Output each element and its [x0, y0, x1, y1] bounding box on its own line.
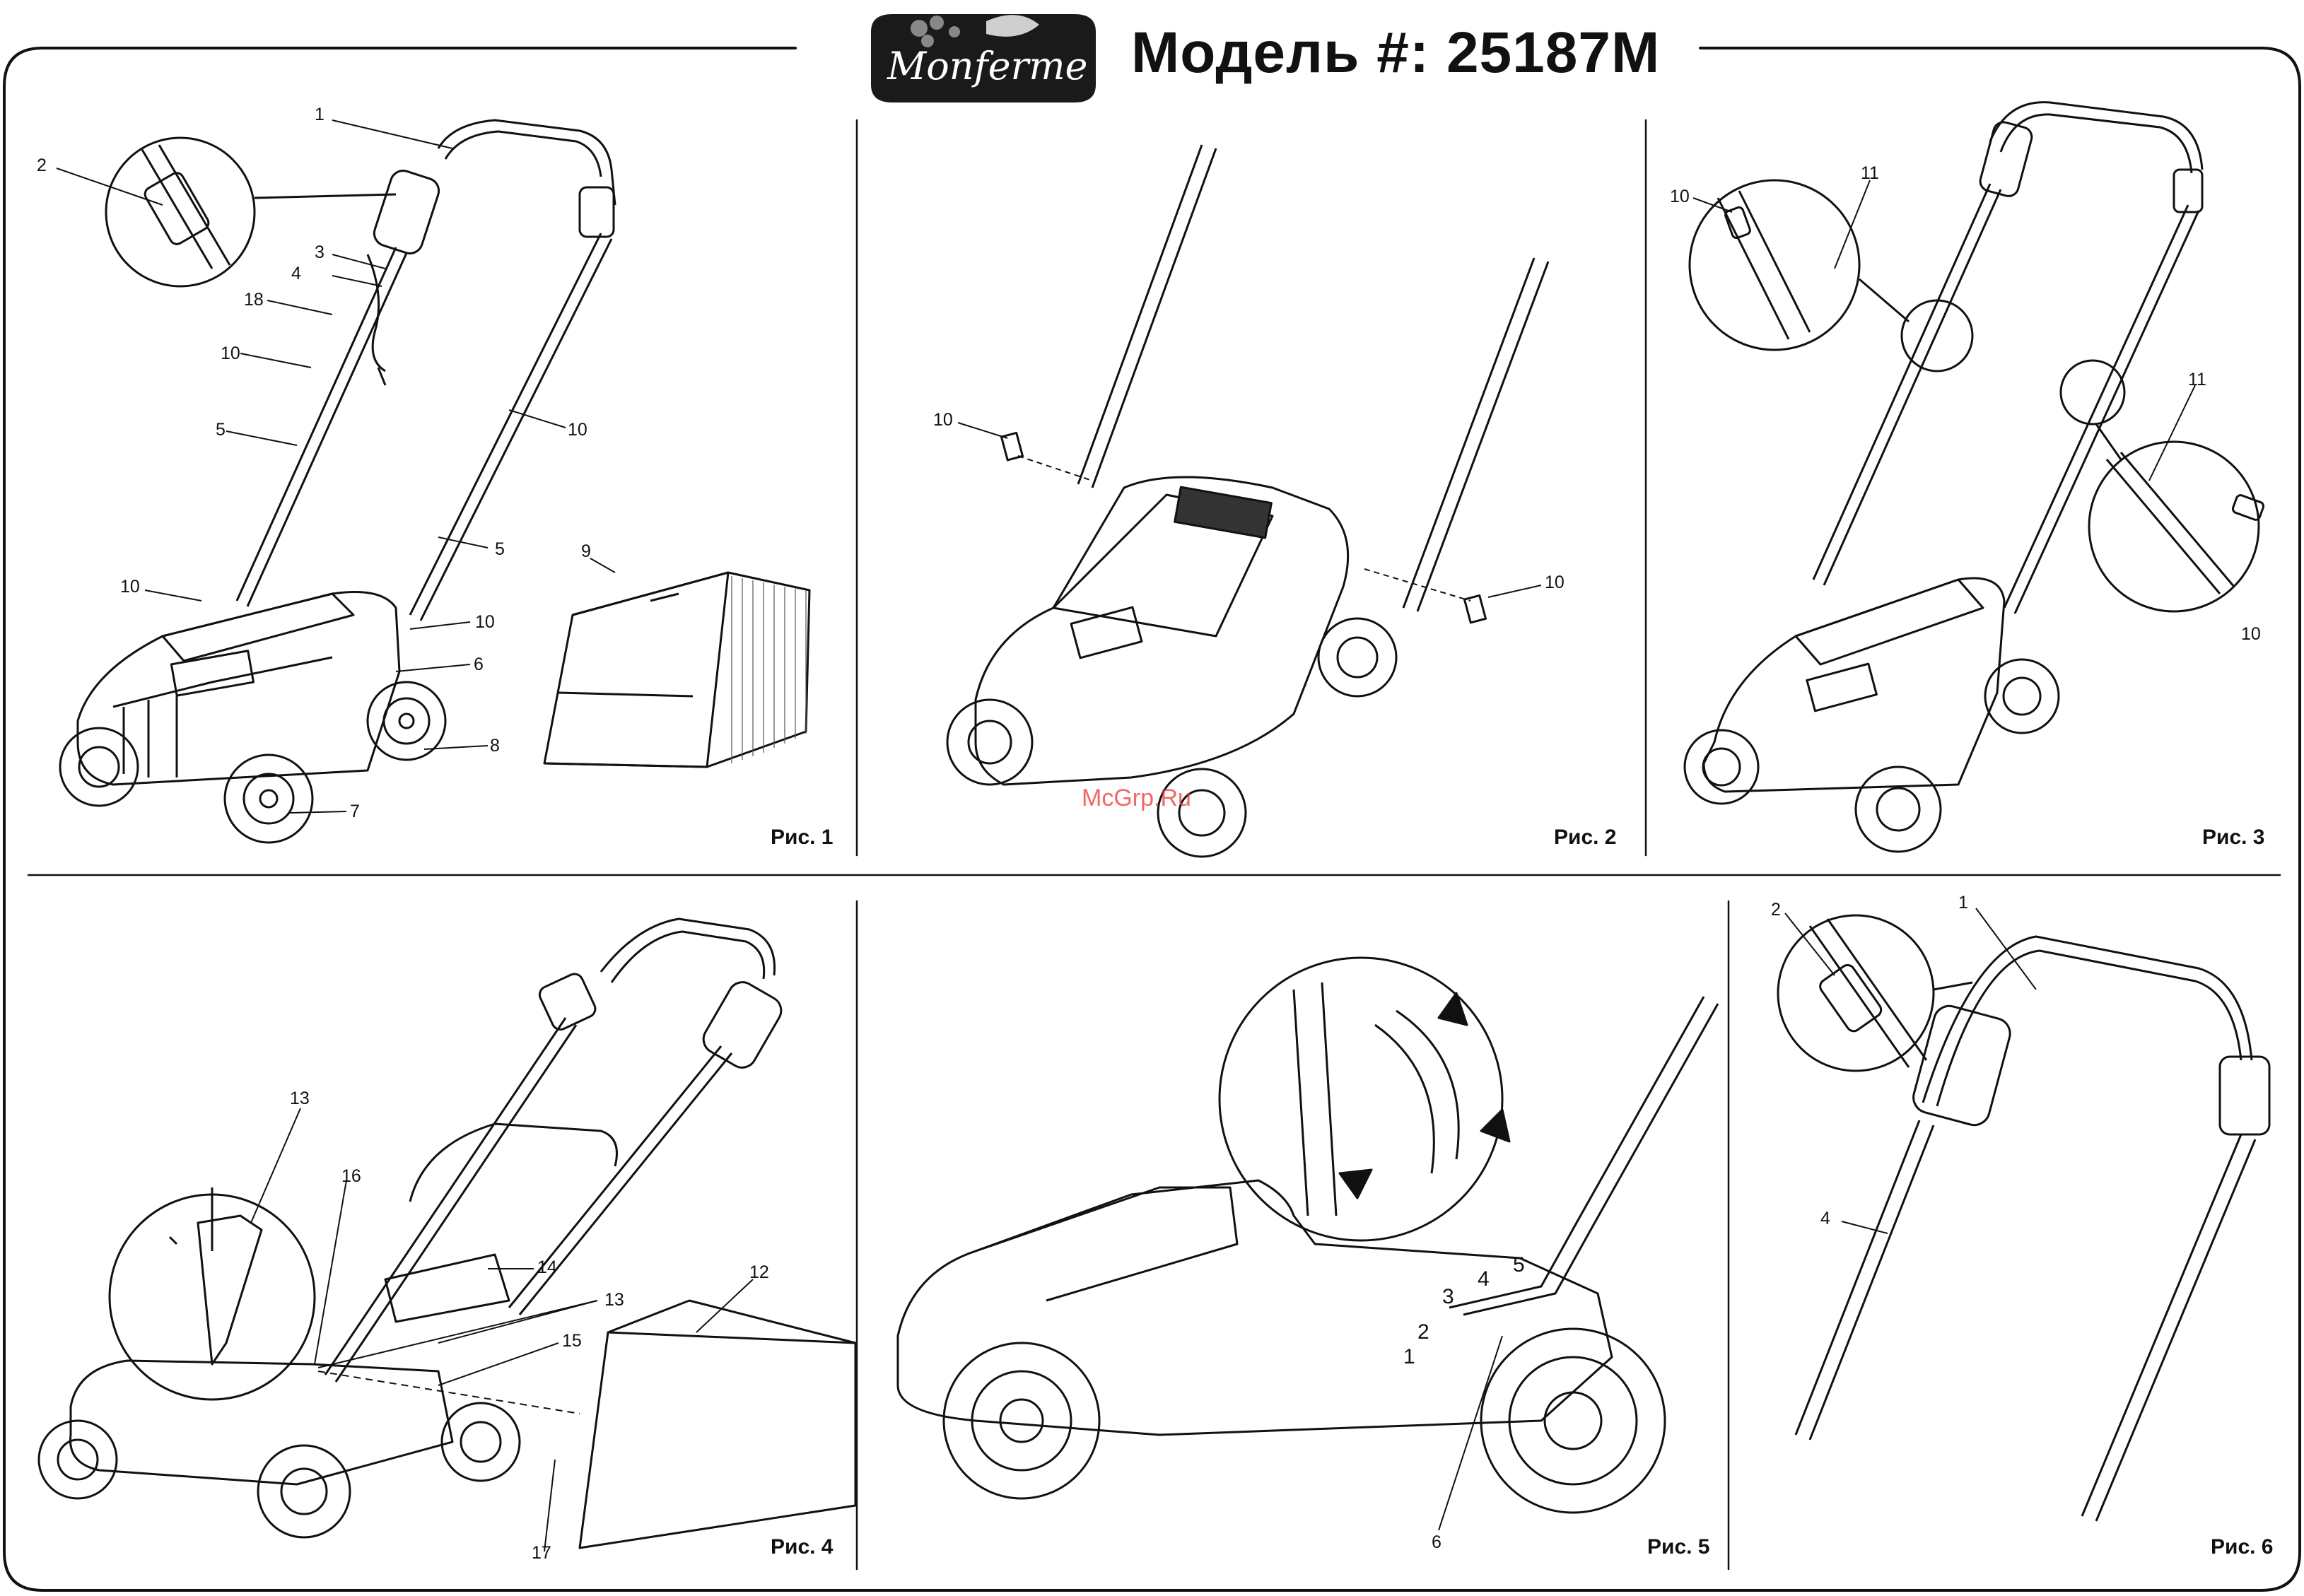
- fig1-callout: 7: [350, 803, 360, 821]
- fig1-leaders: [57, 120, 615, 813]
- fig5-leaders: [1439, 1336, 1502, 1530]
- fig6-callout: 4: [1820, 1210, 1830, 1228]
- fig1-callout: 1: [315, 106, 324, 124]
- fig4-callout: 12: [749, 1264, 769, 1281]
- fig1-callout: 3: [315, 244, 324, 262]
- fig4-callout: 13: [290, 1090, 310, 1108]
- fig5-height-mark: 5: [1513, 1255, 1525, 1276]
- fig6-handle: [1778, 915, 2269, 1521]
- fig1-callout: 9: [581, 543, 591, 561]
- fig1-callout: 8: [490, 737, 500, 755]
- fig1-callout: 5: [495, 541, 505, 558]
- fig4-callout: 16: [341, 1168, 361, 1185]
- fig3-callout: 11: [2188, 371, 2206, 389]
- fig1-callout: 4: [291, 265, 301, 283]
- fig5-height-mark: 2: [1417, 1322, 1429, 1343]
- caption-fig1: Рис. 1: [771, 826, 834, 850]
- fig1-callout: 6: [474, 656, 484, 674]
- fig4-callout: 15: [562, 1332, 582, 1350]
- fig3-callout: 11: [1861, 165, 1879, 182]
- fig4-callout: 17: [532, 1544, 551, 1562]
- fig4-callout: 13: [604, 1291, 624, 1309]
- fig1-callout: 18: [244, 291, 264, 309]
- logo-wordmark: Monferme: [887, 44, 1088, 88]
- fig5-height-mark: 1: [1403, 1346, 1415, 1368]
- watermark-text: McGrp.Ru: [1082, 785, 1191, 812]
- fig3-mower: [1685, 102, 2264, 852]
- fig1-callout: 2: [37, 157, 47, 175]
- fig2-mower: [947, 145, 1548, 857]
- fig1-callout: 10: [475, 614, 495, 631]
- fig1-mower: [60, 120, 809, 843]
- fig1-callout: 10: [120, 578, 140, 596]
- fig5-callout: 6: [1432, 1534, 1442, 1551]
- fig5-mower: [898, 958, 1718, 1513]
- caption-fig4: Рис. 4: [771, 1535, 834, 1559]
- caption-fig2: Рис. 2: [1554, 826, 1617, 850]
- caption-fig6: Рис. 6: [2211, 1535, 2274, 1559]
- fig3-callout: 10: [2241, 626, 2261, 643]
- fig5-height-mark: 3: [1442, 1286, 1454, 1308]
- fig6-callout: 2: [1771, 901, 1781, 919]
- fig1-callout: 10: [221, 345, 240, 363]
- page-title: Модель #: 25187M: [1131, 20, 1660, 86]
- fig1-callout: 10: [568, 421, 587, 439]
- fig4-callout: 14: [537, 1259, 557, 1277]
- caption-fig5: Рис. 5: [1647, 1535, 1710, 1559]
- fig1-callout: 5: [216, 421, 226, 439]
- fig2-callout: 10: [1545, 574, 1565, 592]
- fig3-callout: 10: [1670, 188, 1690, 206]
- fig6-callout: 1: [1958, 894, 1968, 912]
- fig5-height-mark: 4: [1478, 1269, 1490, 1290]
- fig3-leaders: [1693, 180, 2195, 481]
- caption-fig3: Рис. 3: [2202, 826, 2265, 850]
- fig2-callout: 10: [933, 411, 953, 429]
- fig4-mower: [39, 919, 855, 1548]
